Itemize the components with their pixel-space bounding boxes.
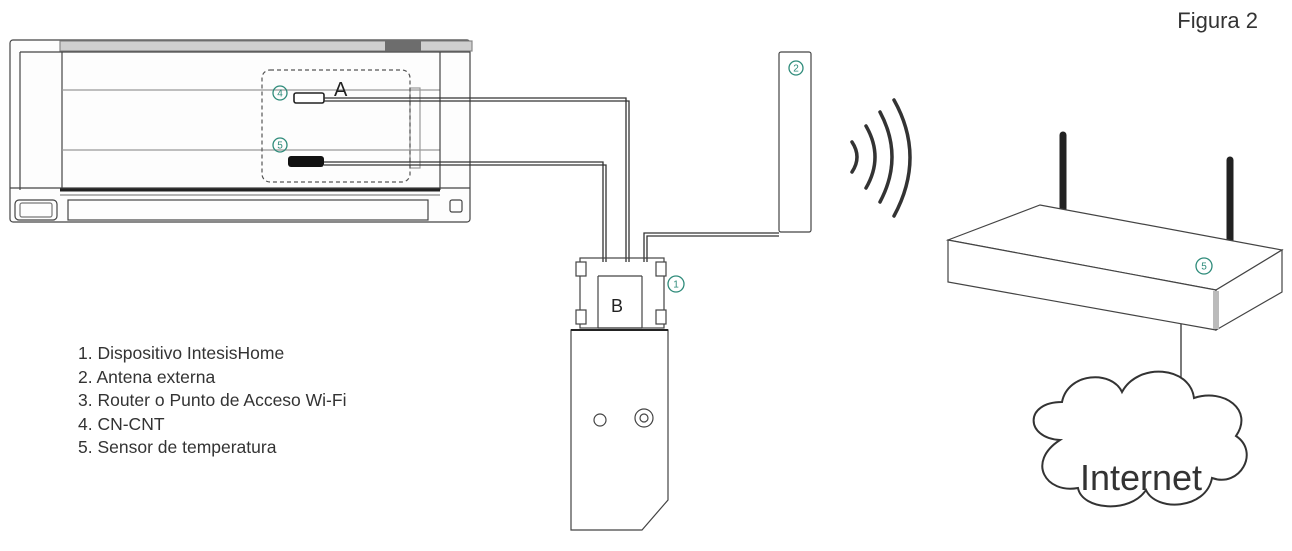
marker-4-text: 4	[277, 89, 283, 100]
temperature-sensor	[288, 156, 324, 167]
marker-1: 1	[667, 275, 685, 293]
marker-4: 4	[272, 85, 288, 101]
marker-1-text: 1	[673, 280, 679, 291]
marker-2: 2	[788, 60, 804, 76]
wifi-signal-icon	[850, 98, 912, 218]
legend-list: 1. Dispositivo IntesisHome 2. Antena ext…	[78, 342, 346, 460]
label-b: B	[611, 296, 623, 316]
legend-item: 5. Sensor de temperatura	[78, 437, 277, 457]
intesishome-device	[570, 257, 669, 531]
label-a: A	[334, 79, 348, 101]
wifi-router	[945, 131, 1284, 332]
ac-indoor-unit	[9, 39, 473, 223]
marker-2-text: 2	[793, 64, 799, 75]
marker-router: 5	[1195, 257, 1213, 275]
marker-5-sensor: 5	[272, 137, 288, 153]
legend-item: 4. CN-CNT	[78, 413, 165, 434]
marker-router-text: 5	[1201, 262, 1207, 273]
legend-item: 2. Antena externa	[78, 366, 216, 387]
cn-cnt-connector	[293, 92, 325, 104]
cables	[324, 97, 1182, 404]
legend-item: 3. Router o Punto de Acceso Wi-Fi	[78, 390, 347, 410]
figure-title: Figura 2	[1177, 8, 1258, 33]
external-antenna	[778, 51, 812, 233]
internet-label: Internet	[1080, 457, 1202, 498]
marker-5-text: 5	[277, 141, 283, 152]
legend-item: 1. Dispositivo IntesisHome	[78, 343, 285, 363]
internet-cloud-icon	[1032, 370, 1248, 508]
